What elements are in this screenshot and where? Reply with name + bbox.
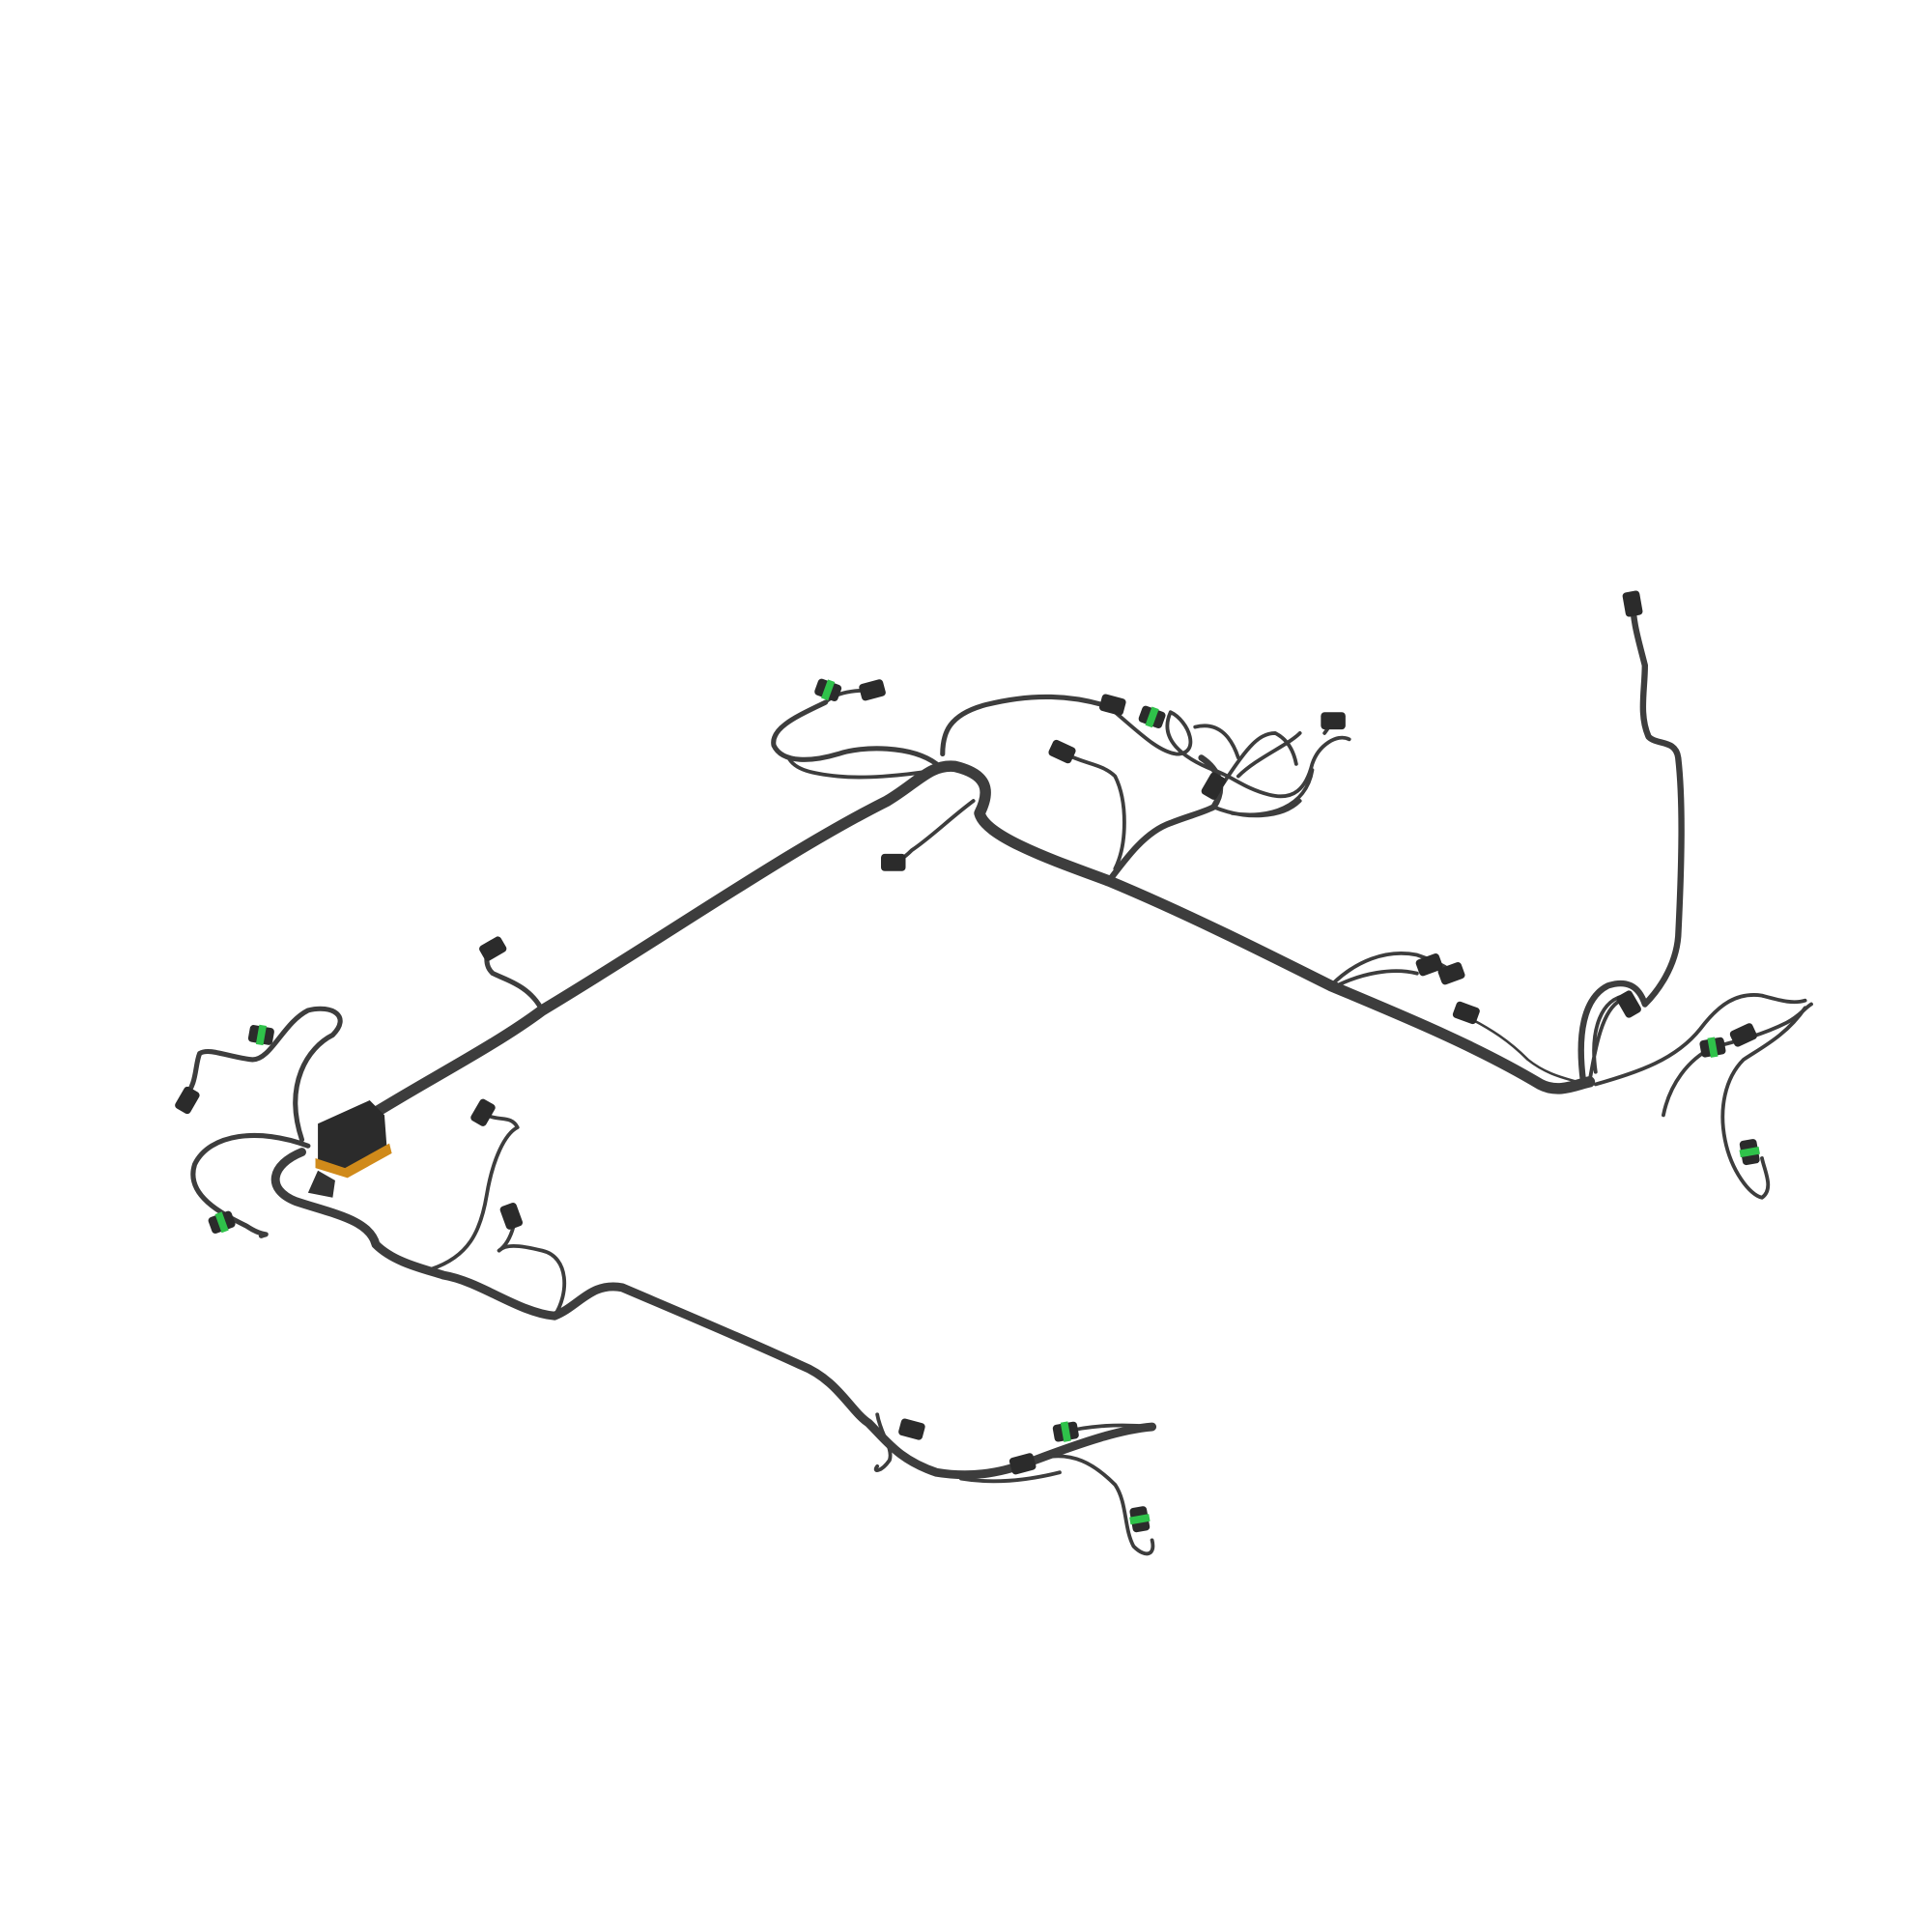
connector-icon <box>470 1098 496 1126</box>
connector-icon <box>1099 694 1126 716</box>
branch-left-4 <box>429 1113 520 1271</box>
connector-icon <box>1729 1023 1757 1047</box>
sealed-connector-icon <box>1052 1421 1079 1442</box>
lower-trunk <box>270 1148 1157 1480</box>
branch-right-2 <box>1335 969 1419 988</box>
sealed-connector-icon <box>208 1210 236 1234</box>
connector-icon <box>1048 739 1076 764</box>
wires <box>182 594 1813 1556</box>
connector-icon <box>1437 961 1465 985</box>
branch-bottom-1 <box>1033 1454 1155 1556</box>
ecu-module <box>307 1100 392 1198</box>
sealed-connector-icon <box>1129 1506 1151 1533</box>
connector-icon <box>898 1418 925 1440</box>
connector-icon <box>499 1202 524 1230</box>
branch-bottom-3 <box>873 1412 893 1472</box>
sealed-connector-icon <box>1739 1139 1760 1166</box>
branch-cluster-3 <box>1113 710 1351 799</box>
sealed-connector-icon <box>814 678 842 701</box>
branch-right-3 <box>1464 1015 1578 1084</box>
sealed-connector-icon <box>1138 705 1166 729</box>
connector-icon <box>859 679 886 701</box>
main-trunk <box>352 760 1596 1130</box>
sealed-connector-icon <box>1699 1037 1726 1058</box>
sealed-connector-icon <box>247 1024 274 1046</box>
connector-icon <box>1616 990 1641 1018</box>
branch-far-right-2 <box>1662 1002 1813 1118</box>
branch-top-2 <box>786 688 939 780</box>
branch-cluster-2 <box>1064 752 1126 871</box>
branch-right-vertical <box>1577 594 1685 1086</box>
branch-right-loop <box>1587 993 1629 1084</box>
connector-icon <box>1622 590 1643 617</box>
connectors <box>175 590 1760 1533</box>
connector-icon <box>479 936 507 961</box>
branch-top-4 <box>940 694 1106 757</box>
connector-icon <box>1452 1001 1480 1025</box>
branch-far-right-1 <box>1593 993 1807 1087</box>
branch-left-1 <box>190 1133 311 1238</box>
branch-top-1 <box>771 699 939 767</box>
connector-icon <box>175 1086 200 1115</box>
branch-far-right-3 <box>1720 1006 1807 1200</box>
branch-cluster-4 <box>1211 731 1315 818</box>
connector-icon <box>1009 1453 1037 1475</box>
connector-icon <box>880 853 906 871</box>
branch-left-2 <box>182 1006 343 1143</box>
connector-icon <box>1201 772 1227 800</box>
connector-icon <box>1321 712 1346 730</box>
connector-icon <box>1415 953 1443 977</box>
